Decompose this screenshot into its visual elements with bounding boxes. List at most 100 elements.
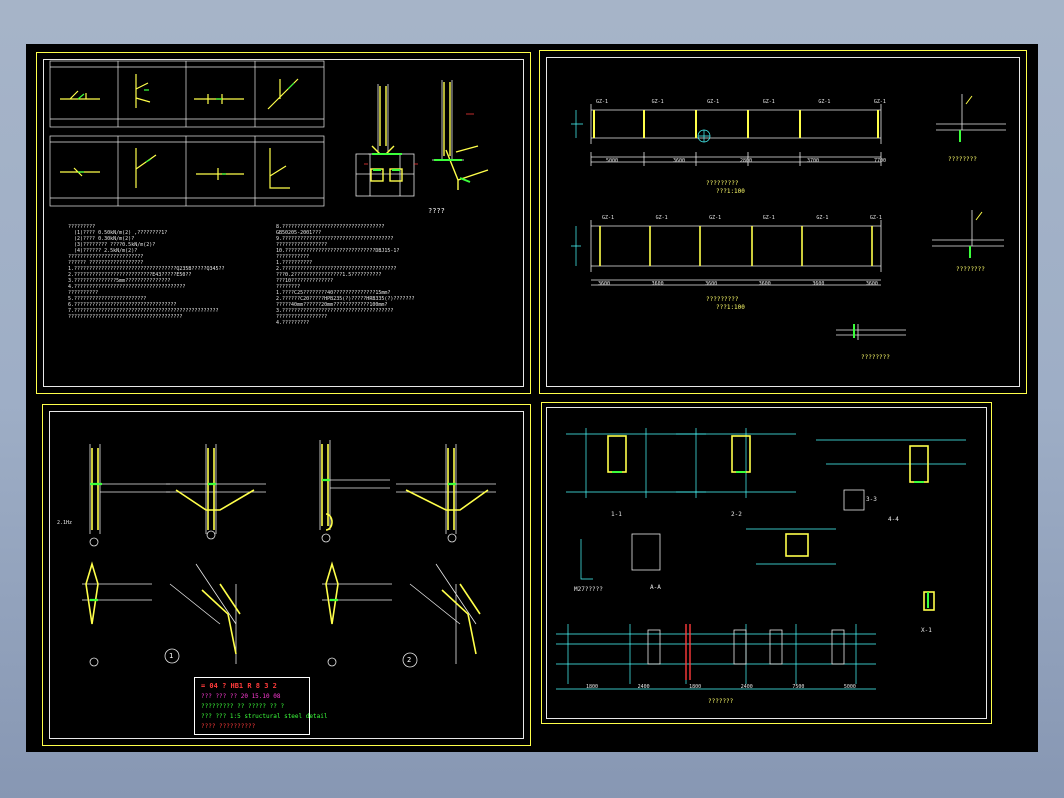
plan2-scale: ???1:100 xyxy=(716,304,745,311)
dimension: 3600 xyxy=(812,281,825,287)
dimension: 5000 xyxy=(843,684,856,690)
dimension: 2400 xyxy=(740,684,753,690)
note-line: ????????? xyxy=(68,224,96,230)
section-label: X-1 xyxy=(921,627,932,634)
column-tag: GZ-1 xyxy=(816,215,829,221)
sheet-frame xyxy=(546,407,987,719)
foundation-dims: 1800 2400 1800 2400 7500 5000 xyxy=(586,684,856,690)
detail-title: ???????? xyxy=(861,354,890,361)
column-tag: GZ-1 xyxy=(709,215,722,221)
column-tag: GZ-1 xyxy=(602,215,615,221)
note-line: ?????? ?????????????????? xyxy=(68,260,144,266)
section-label: 2-2 xyxy=(731,511,742,518)
sheet-general-notes[interactable] xyxy=(36,52,531,394)
sheet1-notes-left: ????????? (1)???? 0.50kN/m(2) ,????????1… xyxy=(68,224,225,320)
dimension: 3600 xyxy=(651,281,664,287)
circle-label: 1 xyxy=(169,652,174,660)
section-label: A-A xyxy=(650,584,661,591)
note-line: 10.??????????????????????????????DBJ15-1… xyxy=(276,248,400,254)
plan1-tags: GZ-1 GZ-1 GZ-1 GZ-1 GZ-1 GZ-1 xyxy=(596,99,886,105)
plan1-title: ????????? xyxy=(706,180,739,187)
dimension: 1800 xyxy=(586,684,599,690)
note-line: GB50205-2001??? xyxy=(276,230,322,236)
sheet1-graphics xyxy=(49,60,489,207)
note-line: 2.??????C20?????HPB235(?)?????HRB335(?)?… xyxy=(276,296,415,302)
sheet1-notes-right: 8.?????????????????????????????????? GB5… xyxy=(276,224,414,326)
note-line: ???10?????????????? xyxy=(276,278,334,284)
sheet3-graphics xyxy=(82,440,496,668)
dimension: 3600 xyxy=(705,281,718,287)
dimension: 1800 xyxy=(689,684,702,690)
dimension: 3600 xyxy=(598,281,611,287)
plan1-dims: 5000 3600 2800 3700 7700 xyxy=(606,158,886,164)
detail-title: ???????? xyxy=(948,156,977,163)
dimension: 2400 xyxy=(637,684,650,690)
plan1-scale: ???1:100 xyxy=(716,188,745,195)
dimension: 3700 xyxy=(806,158,819,164)
note-line: ???0.2????????????????1.5?????????? xyxy=(276,272,382,278)
note-line: ?????????????????????????????????????? xyxy=(68,314,183,320)
note-line: (3)???????? ????0.5kN/m(2)? xyxy=(74,242,156,248)
sheet-floor-plans[interactable] xyxy=(539,50,1027,394)
column-tag: GZ-1 xyxy=(655,215,668,221)
note-line: ???????? xyxy=(276,284,301,290)
title-block-line: ??? ??? 1:5 structural steel detail xyxy=(201,713,328,720)
note-line: 3.????????????????????????????????????? xyxy=(276,308,394,314)
note-line: ????????????????? xyxy=(276,242,328,248)
circle-label: 2 xyxy=(407,656,412,664)
drawing-canvas[interactable]: ???? ????????? (1)???? 0.50kN/m(2) ,????… xyxy=(26,44,1038,752)
sheet-connection-details[interactable] xyxy=(42,404,531,746)
dimension: 3600 xyxy=(865,281,878,287)
section-label: 4-4 xyxy=(888,516,899,523)
column-tag: GZ-1 xyxy=(762,215,775,221)
sheet-foundation-details[interactable] xyxy=(541,402,992,724)
note-line: 2.?????????????????????????????????????? xyxy=(276,266,397,272)
sheet1-detail-caption: ???? xyxy=(428,207,445,215)
note-line: 9.????????????????????????????????????? xyxy=(276,236,394,242)
note-line: 2.??????????????????????????E43?????E50?… xyxy=(68,272,192,278)
sheet-frame xyxy=(546,57,1020,387)
note-line: 1.??????????????????????????????????Q235… xyxy=(68,266,225,272)
note-line: (4)?????? 2.5kN/m(2)? xyxy=(74,248,138,254)
sheet-frame xyxy=(49,411,524,739)
bolt-label: M27????? xyxy=(574,586,603,593)
dimension: 3600 xyxy=(758,281,771,287)
column-tag: GZ-1 xyxy=(762,99,775,105)
dimension: 7500 xyxy=(792,684,805,690)
note-line: 8.?????????????????????????????????? xyxy=(276,224,385,230)
note-line: (2)???? 0.30kN/m(2)? xyxy=(74,236,135,242)
note-line: 4.????????????????????????????????????? xyxy=(68,284,186,290)
detail-title: ???????? xyxy=(956,266,985,273)
note-line: 4.????????? xyxy=(276,320,310,326)
note-line: 1.?????????? xyxy=(276,260,313,266)
dimension: 3600 xyxy=(672,158,686,164)
title-block-line: ??? ??? ?? 20 15.10 08 xyxy=(201,693,281,700)
plan2-tags: GZ-1 GZ-1 GZ-1 GZ-1 GZ-1 GZ-1 xyxy=(602,215,882,221)
note-line: ????????????????? xyxy=(276,314,328,320)
section-label: 1-1 xyxy=(611,511,622,518)
plan2-dims: 3600 3600 3600 3600 3600 3600 xyxy=(598,281,878,287)
sheet4-graphics xyxy=(556,428,966,690)
column-tag: GZ-1 xyxy=(707,99,720,105)
note-line: 3.??????????????5mm??????????????? xyxy=(68,278,171,284)
title-block: = 04 ? HB1 R 8 3 2 ??? ??? ?? 20 15.10 0… xyxy=(194,677,327,735)
note-line: ????????????????????????? xyxy=(68,254,144,260)
dimension: 2800 xyxy=(739,158,753,164)
title-block-line: ???? ?????????? xyxy=(201,723,256,730)
foundation-plan-title: ??????? xyxy=(708,698,734,705)
sheet3-side-label: 2.1Hz xyxy=(57,520,73,526)
column-tag: GZ-1 xyxy=(651,99,664,105)
note-line: ?????40mm??????20mm????????????100mm? xyxy=(276,302,388,308)
note-line: ?????????? xyxy=(68,290,99,296)
column-tag: GZ-1 xyxy=(869,215,882,221)
note-line: ??????????? xyxy=(276,254,310,260)
column-tag: GZ-1 xyxy=(596,99,609,105)
note-line: 7.??????????????????????????????????????… xyxy=(68,308,219,314)
plan2-title: ????????? xyxy=(706,296,739,303)
sheet-frame xyxy=(43,59,524,387)
title-block-line: = 04 ? HB1 R 8 3 2 xyxy=(201,682,277,690)
note-line: 1.????C25????????40??????????????15mm? xyxy=(276,290,391,296)
sheet2-graphics xyxy=(571,94,1006,340)
dimension: 7700 xyxy=(873,158,886,164)
dimension: 5000 xyxy=(606,158,619,164)
